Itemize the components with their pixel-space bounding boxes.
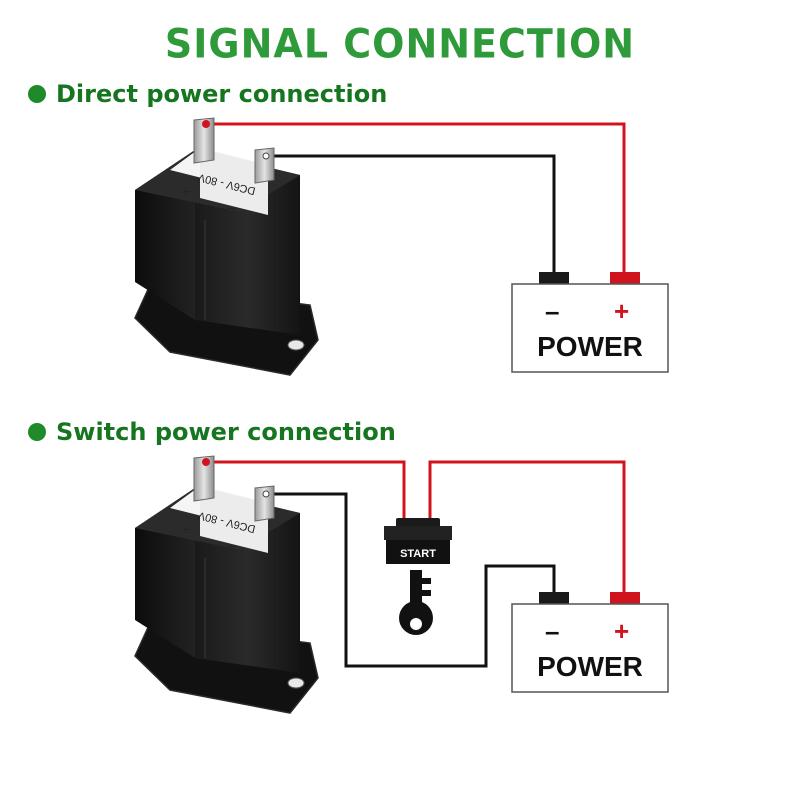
power-positive-terminal	[610, 592, 640, 604]
red-wire-switch-to-power	[428, 460, 626, 594]
red-wire-meter-to-switch	[208, 460, 406, 520]
meter-plus-text: +	[182, 183, 190, 199]
direct-diagram: DC6V - 80V + – – + POWER	[134, 117, 669, 376]
hour-meter: DC6V - 80V + –	[134, 117, 319, 376]
section-heading-switch: Switch power connection	[28, 418, 396, 446]
power-plus-label: +	[614, 296, 629, 326]
power-minus-label: –	[545, 616, 559, 646]
meter-minus-text: –	[228, 199, 236, 215]
meter-minus-text: –	[228, 537, 236, 553]
power-supply: – + POWER	[511, 272, 669, 373]
meter-terminal-negative	[254, 485, 275, 522]
section-heading-text: Direct power connection	[56, 80, 388, 108]
power-label: POWER	[537, 331, 643, 362]
power-negative-terminal	[539, 592, 569, 604]
power-box	[511, 603, 669, 693]
power-box	[511, 283, 669, 373]
black-wire	[266, 492, 556, 668]
switch-label: START	[400, 548, 436, 560]
power-label: POWER	[537, 651, 643, 682]
section-heading-direct: Direct power connection	[28, 80, 387, 108]
power-supply: – + POWER	[511, 592, 669, 693]
switch-diagram: DC6V - 80V + – START	[134, 455, 669, 714]
power-plus-label: +	[614, 616, 629, 646]
key-icon	[399, 570, 433, 635]
red-wire	[208, 122, 626, 274]
bullet-icon	[28, 85, 46, 103]
meter-terminal-negative	[254, 147, 275, 184]
page-title: SIGNAL CONNECTION	[164, 20, 636, 68]
switch-label-plate	[386, 540, 450, 564]
power-positive-terminal	[610, 272, 640, 284]
power-minus-label: –	[545, 296, 559, 326]
power-negative-terminal	[539, 272, 569, 284]
ignition-switch: START	[384, 518, 452, 635]
black-wire	[266, 154, 556, 274]
bullet-icon	[28, 423, 46, 441]
meter-terminal-positive	[193, 117, 215, 164]
hour-meter: DC6V - 80V + –	[134, 455, 319, 714]
meter-terminal-positive	[193, 455, 215, 502]
section-heading-text: Switch power connection	[56, 418, 396, 446]
meter-plus-text: +	[182, 521, 190, 537]
